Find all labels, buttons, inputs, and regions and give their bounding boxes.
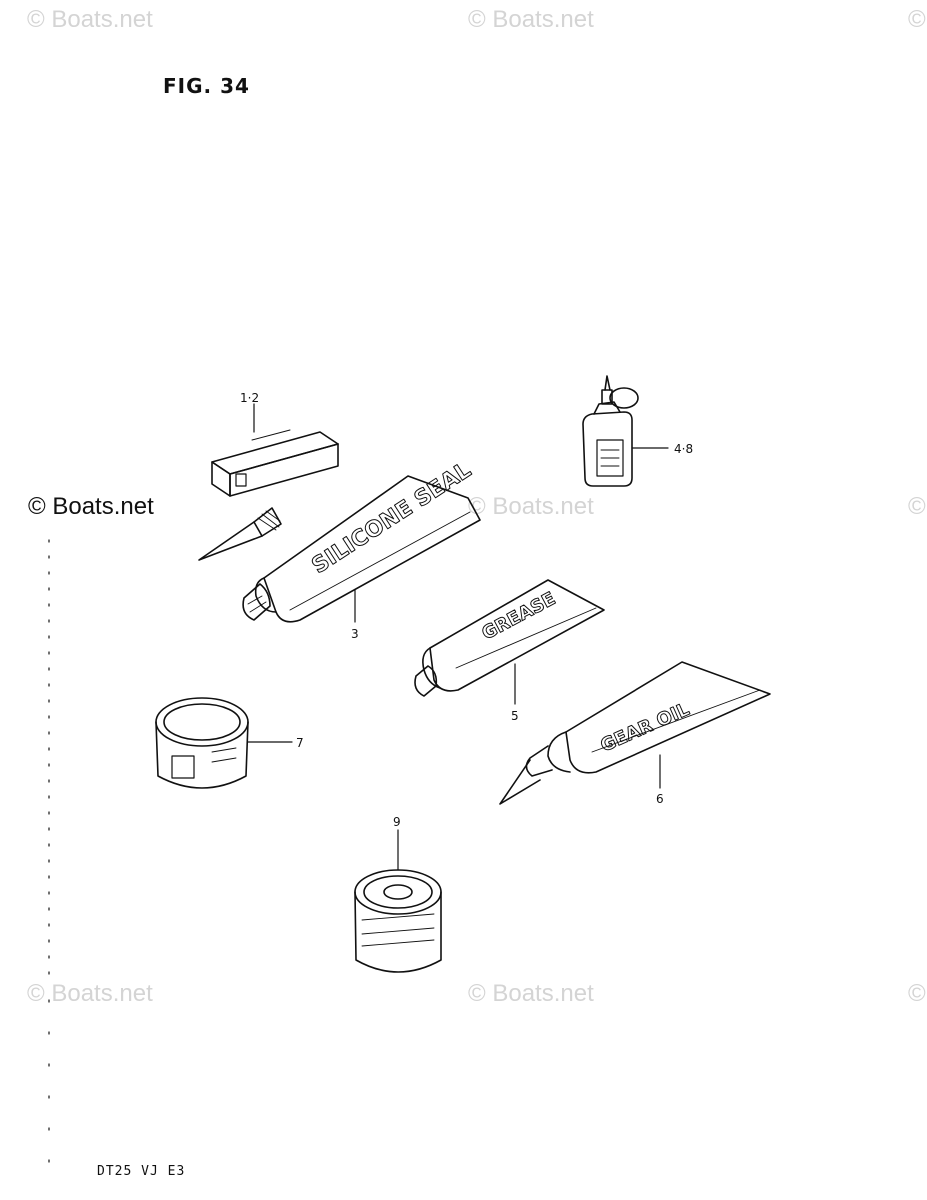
watermark: ©: [908, 6, 926, 33]
callout-5: 5: [511, 709, 519, 723]
callout-3: 3: [351, 627, 359, 641]
grease-can-part: [155, 697, 293, 789]
watermark: ©: [908, 493, 926, 520]
watermark: ©: [908, 980, 926, 1007]
watermark: © Boats.net: [27, 980, 153, 1007]
watermark: © Boats.net: [468, 980, 594, 1007]
tube-label: SILICONE SEAL: [308, 458, 476, 579]
paint-can-part: [354, 829, 442, 973]
gear-oil-tube-part: GEAR OIL: [499, 661, 771, 805]
figure-title: FIG. 34: [163, 74, 250, 98]
grease-tube-part: GREASE: [414, 579, 605, 705]
callout-7: 7: [296, 736, 304, 750]
watermark: © Boats.net: [468, 6, 594, 33]
callout-4-8: 4·8: [674, 442, 693, 456]
watermark: © Boats.net: [27, 6, 153, 33]
oil-bottle-part: [582, 375, 639, 487]
watermark: © Boats.net: [28, 493, 154, 520]
callout-6: 6: [656, 792, 664, 806]
bond-stick-part: [198, 429, 339, 561]
watermark: © Boats.net: [468, 493, 594, 520]
callout-1-2: 1·2: [240, 391, 259, 405]
model-code: DT25 VJ E3: [97, 1164, 186, 1179]
callout-9: 9: [393, 815, 401, 829]
tube-label: GEAR OIL: [597, 699, 692, 757]
